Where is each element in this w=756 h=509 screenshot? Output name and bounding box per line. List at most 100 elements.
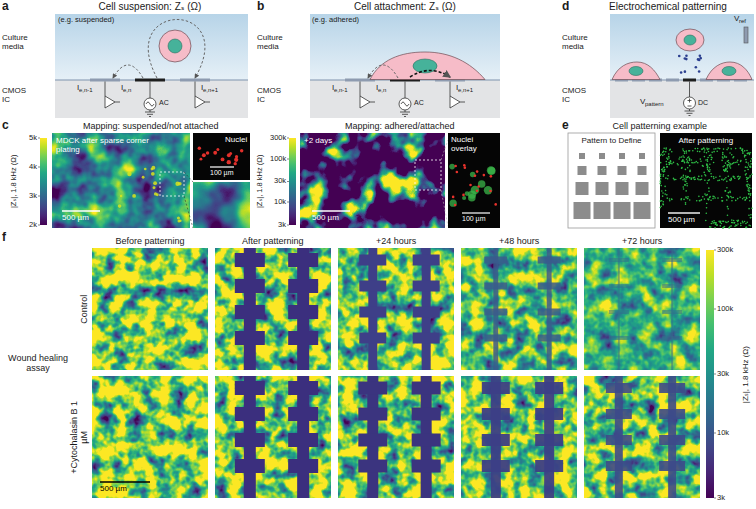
current-subscript: e,n [378,87,386,94]
node-heading: Culture media [2,33,48,51]
cell-dot [745,226,747,228]
cell-dot [747,184,749,186]
wound-block [413,281,440,292]
cell-dot [660,174,662,176]
cell-dot [741,149,743,151]
cell-dot [747,153,749,155]
wound-block [535,434,563,446]
scale-bar [100,481,150,483]
high-impedance-spot [142,176,145,179]
cell-dot [748,164,750,166]
cell-dot [748,214,750,216]
colorbar-tick: 3k [29,192,37,201]
cell-dot [746,198,748,200]
nucleus-dot [234,162,237,165]
cell-dot [697,162,699,164]
cell-dot [730,196,732,198]
cmos-chip [610,80,754,118]
cell-dot [669,200,671,202]
wound-block [358,408,387,421]
wound-block [235,433,265,447]
nucleus-dot [213,151,217,155]
cell-dot [711,157,713,159]
amplifier-symbol [195,96,205,108]
panel-title: Cell patterning example [613,121,708,131]
cell-dot [725,168,727,170]
cell-dot [734,162,736,164]
cell-dot [664,186,666,188]
wound-block [484,257,507,264]
cell-dot [713,151,715,153]
cell-dot [700,158,702,160]
cell-dot [748,193,750,195]
cell-dot [707,157,709,159]
cell-dot [751,158,753,160]
wire [450,82,451,97]
fluorescence-image: After patterning500 µm [660,133,752,228]
wound-block [235,407,265,421]
cell-dot [689,158,691,160]
cell-dot [724,190,726,192]
electrochemical-species [684,57,687,60]
wound-block [358,460,387,473]
ground-symbol [685,111,695,112]
panel-title: Cell suspension: Zₛ (Ω) [99,1,202,13]
cell-dot [660,181,662,183]
source-label: DC [698,99,708,107]
cell-dot [737,223,739,225]
cell-dot [749,184,751,186]
cell-nucleus [629,67,643,76]
cell-dot [711,152,713,154]
cell-dot [697,178,699,180]
cell-dot [723,179,725,181]
cell-dot [684,162,686,164]
cell-dot [665,148,667,150]
cell-dot [745,227,747,229]
cell-dot [734,222,736,224]
suspended-cell [159,30,191,62]
cell-dot [663,167,665,169]
pattern-square [599,153,605,159]
cell-dot [689,165,691,167]
wound-block [235,279,265,293]
cell-dot [685,181,687,183]
colorbar-tick: 100k [270,155,286,164]
cell-dot [745,223,747,225]
cell-dot [747,169,749,171]
impedance-heatmap [92,376,208,498]
cell-dot [706,213,708,215]
scale-bar [668,212,700,213]
cell-dot [670,160,672,162]
cell-dot [745,155,747,157]
cell-dot [685,178,687,180]
colorbar-tickmark [287,202,289,203]
pattern-square [634,202,651,219]
colorbar-tick: 4k [29,163,37,172]
cell-dot [745,161,747,163]
wound-block [484,283,507,290]
node-heading: CMOS IC [257,86,291,104]
cell-dot [691,178,693,180]
cell-dot [713,162,715,164]
cell-dot [732,163,734,165]
cell-dot [692,150,694,152]
cell-dot [660,180,662,182]
sine-symbol [146,102,154,106]
cell-dot [734,178,736,180]
cell-dot [696,200,698,202]
cell-dot [671,199,673,201]
cell-dot [750,217,752,219]
cell-dot [706,182,708,184]
pattern-square [636,182,649,195]
pattern-square [598,166,607,175]
nucleus-dot [229,152,232,155]
source-label: AC [159,99,169,107]
cmos-band: CMOS IC [2,80,248,118]
cell-dot [714,197,716,199]
cell-dot [727,165,729,167]
colorbar [706,250,714,498]
impedance-heatmap [52,133,190,228]
impedance-map: +2 days500 µm [300,133,445,228]
